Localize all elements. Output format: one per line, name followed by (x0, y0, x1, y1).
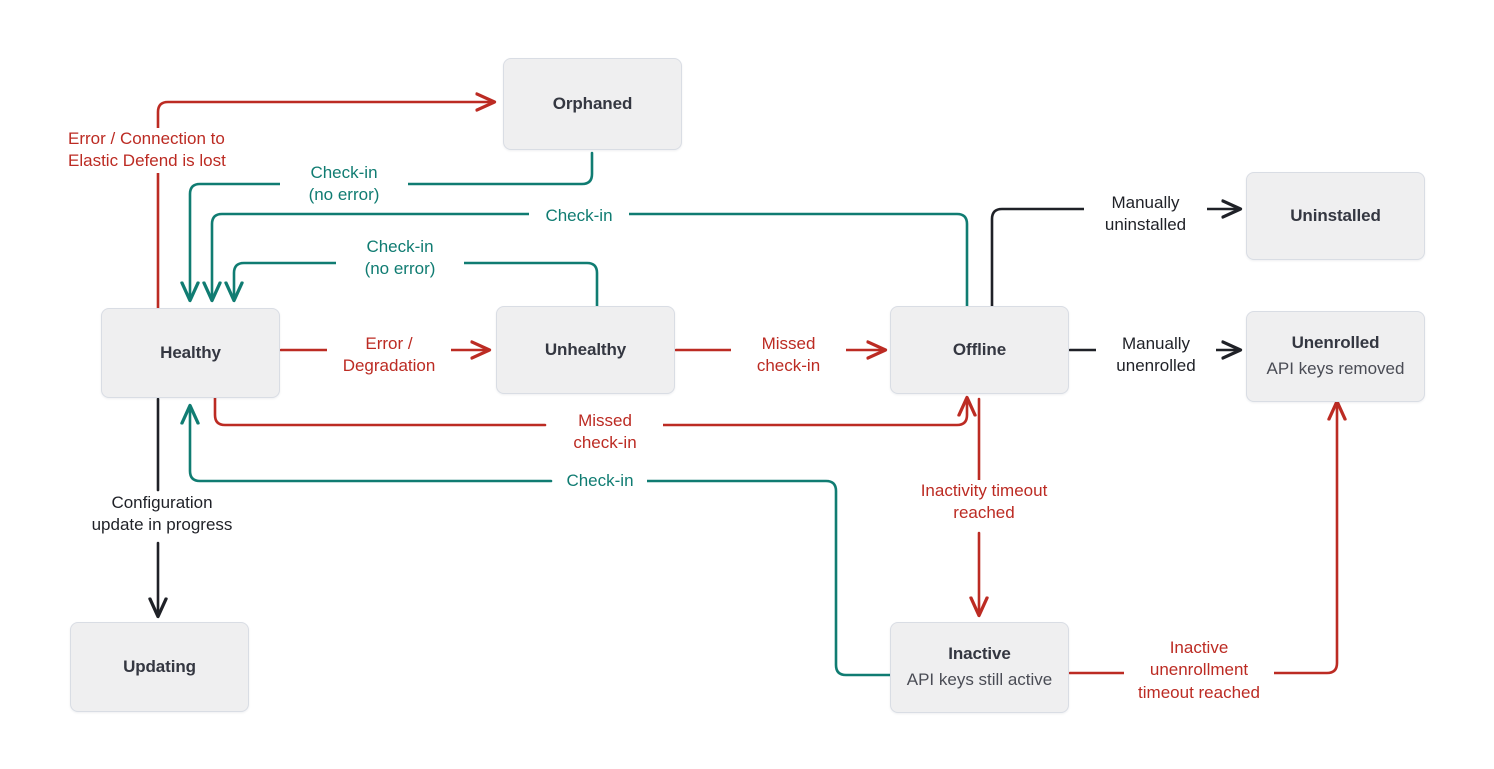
node-unhealthy-title: Unhealthy (544, 340, 627, 360)
node-orphaned[interactable]: Orphaned (503, 58, 682, 150)
edge-offline-to-healthy (212, 212, 969, 308)
node-updating-title: Updating (123, 657, 196, 677)
node-unhealthy[interactable]: Unhealthy (496, 306, 675, 394)
node-unenrolled-title: Unenrolled (1291, 333, 1380, 353)
node-unenrolled-subtitle: API keys removed (1266, 358, 1405, 378)
node-uninstalled[interactable]: Uninstalled (1246, 172, 1425, 260)
node-healthy-title: Healthy (160, 343, 221, 363)
edge-label-healthy-to-unhealthy: Error / Degradation (327, 333, 451, 378)
edge-label-offline-to-healthy: Check-in (529, 205, 629, 228)
node-offline[interactable]: Offline (890, 306, 1069, 394)
edge-inactive-to-unenrolled-seg2 (1263, 402, 1337, 675)
node-inactive-title: Inactive (948, 644, 1011, 664)
node-orphaned-title: Orphaned (552, 94, 633, 114)
edge-label-offline-to-uninstalled: Manually uninstalled (1084, 192, 1207, 237)
edge-healthy-to-orphaned (156, 102, 494, 310)
edge-label-unhealthy-to-offline: Missed check-in (731, 333, 846, 378)
node-offline-title: Offline (952, 340, 1007, 360)
edge-inactive-to-healthy-seg1 (638, 479, 892, 677)
edge-label-offline-to-unenrolled: Manually unenrolled (1096, 333, 1216, 378)
node-inactive-subtitle: API keys still active (906, 669, 1053, 689)
edge-label-inactive-to-unenrolled: Inactive unenrollment timeout reached (1124, 637, 1274, 705)
edge-offline-to-uninstalled-seg1 (990, 207, 1089, 308)
edge-healthy-to-offline-seg1 (213, 396, 547, 427)
edge-label-offline-to-inactive: Inactivity timeout reached (890, 480, 1078, 525)
edge-inactive-to-healthy-seg2 (190, 406, 553, 483)
edge-label-orphaned-to-healthy: Check-in (no error) (280, 162, 408, 207)
edge-label-unhealthy-to-healthy: Check-in (no error) (336, 236, 464, 281)
node-uninstalled-title: Uninstalled (1290, 206, 1381, 226)
node-unenrolled[interactable]: Unenrolled API keys removed (1246, 311, 1425, 402)
edge-label-healthy-to-offline: Missed check-in (547, 410, 663, 455)
edge-label-inactive-to-healthy: Check-in (553, 470, 647, 493)
node-healthy[interactable]: Healthy (101, 308, 280, 398)
edge-label-healthy-to-orphaned: Error / Connection to Elastic Defend is … (64, 128, 262, 173)
edge-healthy-to-offline-seg2 (656, 398, 967, 427)
node-updating[interactable]: Updating (70, 622, 249, 712)
node-inactive[interactable]: Inactive API keys still active (890, 622, 1069, 713)
edge-label-healthy-to-updating: Configuration update in progress (63, 492, 261, 537)
